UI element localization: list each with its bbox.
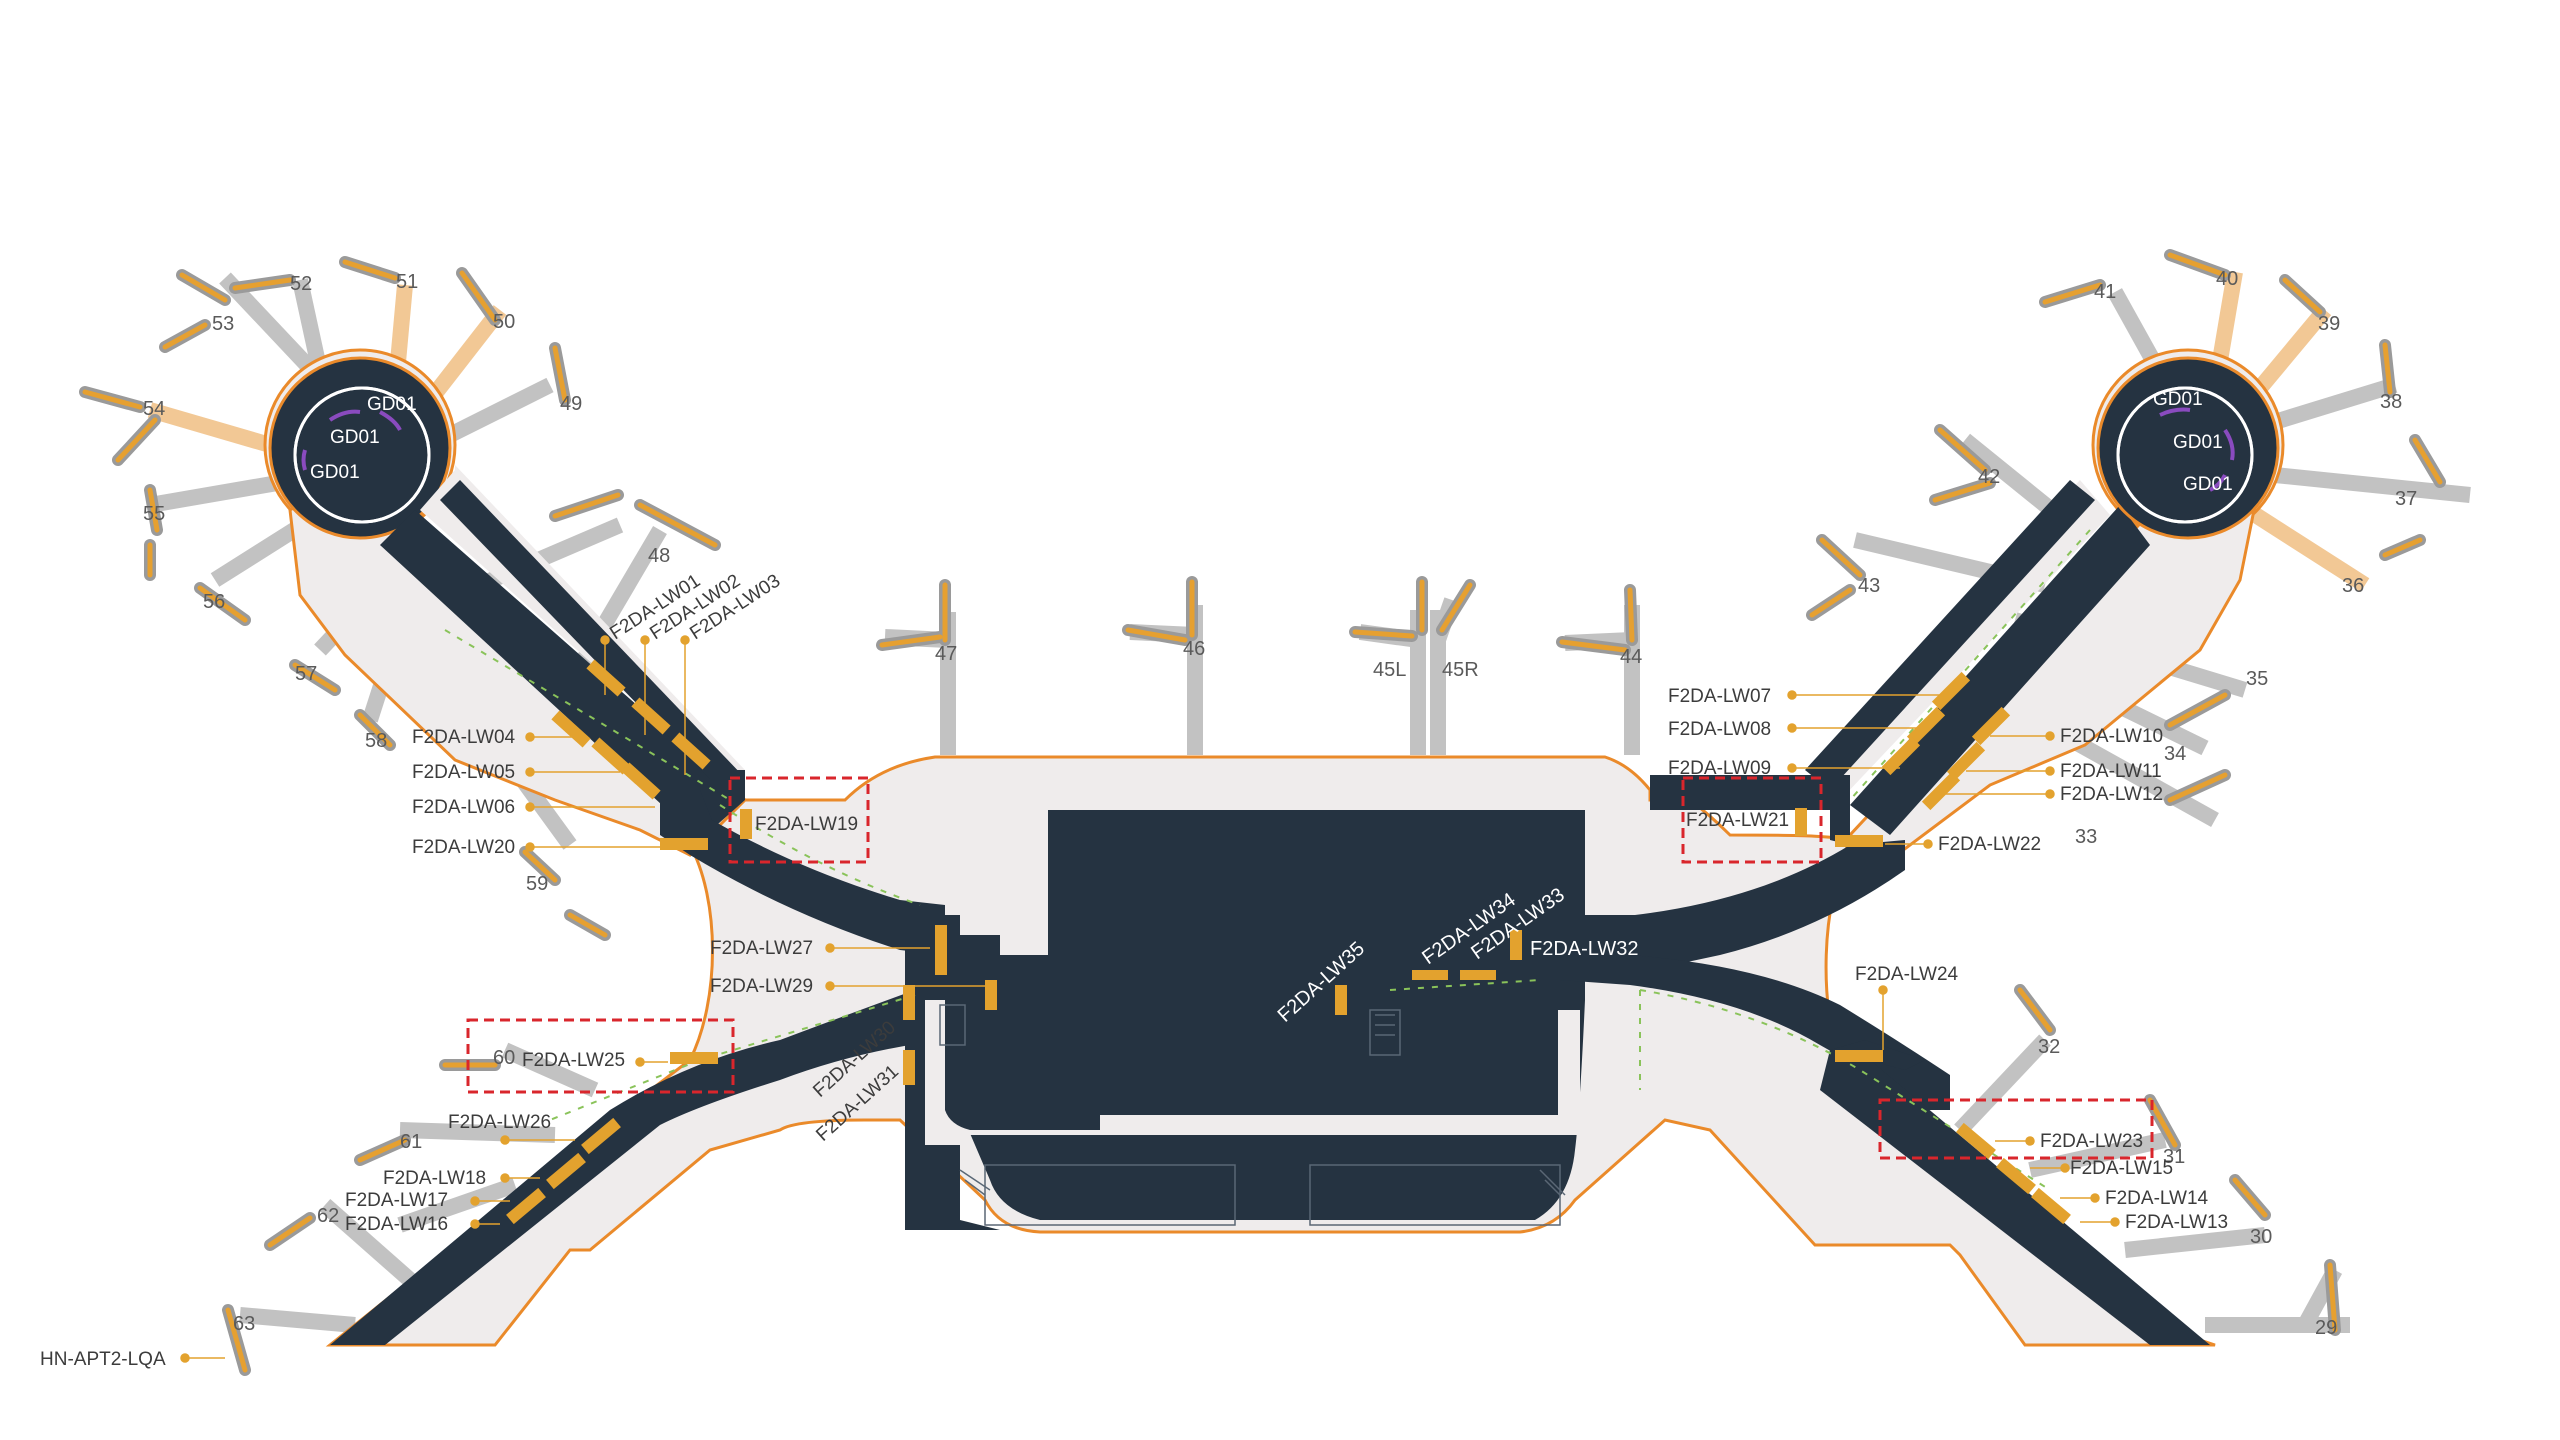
lw26-label: F2DA-LW26 bbox=[448, 1112, 551, 1133]
lw32-label: F2DA-LW32 bbox=[1530, 938, 1639, 960]
gate-46: 46 bbox=[1183, 638, 1205, 660]
lw04-label: F2DA-LW04 bbox=[412, 727, 516, 748]
gate-29: 29 bbox=[2315, 1317, 2337, 1339]
gate-43: 43 bbox=[1858, 575, 1880, 597]
lw14-label: F2DA-LW14 bbox=[2105, 1188, 2209, 1209]
gate-55: 55 bbox=[143, 503, 165, 525]
gate-numbers: 29 30 31 32 33 34 35 36 37 38 39 40 41 4… bbox=[143, 268, 2417, 1339]
lw05-label: F2DA-LW05 bbox=[412, 762, 515, 783]
gate-51: 51 bbox=[396, 271, 418, 293]
lw18-label: F2DA-LW18 bbox=[383, 1168, 486, 1189]
lw09-label: F2DA-LW09 bbox=[1668, 758, 1771, 779]
center-details bbox=[939, 1004, 1566, 1226]
lw06-label: F2DA-LW06 bbox=[412, 797, 515, 818]
lw21-label: F2DA-LW21 bbox=[1686, 810, 1789, 831]
gate-36: 36 bbox=[2342, 575, 2364, 597]
lw10-label: F2DA-LW10 bbox=[2060, 726, 2163, 747]
gd-label-left-1: GD01 bbox=[367, 394, 417, 415]
gate-42: 42 bbox=[1978, 466, 2000, 488]
gate-41: 41 bbox=[2094, 281, 2116, 303]
lw13-label: F2DA-LW13 bbox=[2125, 1212, 2228, 1233]
lw17-label: F2DA-LW17 bbox=[345, 1190, 448, 1211]
hub-rings bbox=[293, 386, 2254, 524]
lw15-label: F2DA-LW15 bbox=[2070, 1158, 2173, 1179]
gate-62: 62 bbox=[317, 1205, 339, 1227]
gate-40: 40 bbox=[2216, 268, 2238, 290]
gate-37: 37 bbox=[2395, 488, 2417, 510]
lw19-label: F2DA-LW19 bbox=[755, 814, 858, 835]
gate-48: 48 bbox=[648, 545, 670, 567]
gate-61: 61 bbox=[400, 1131, 422, 1153]
gd-labels: GD01 GD01 GD01 GD01 GD01 GD01 bbox=[310, 389, 2233, 495]
highlight-boxes bbox=[466, 776, 2154, 1160]
gate-44: 44 bbox=[1620, 646, 1642, 668]
lw08-label: F2DA-LW08 bbox=[1668, 719, 1771, 740]
lw11-label: F2DA-LW11 bbox=[2060, 761, 2162, 782]
lw27-label: F2DA-LW27 bbox=[710, 938, 813, 959]
highlight-lw23 bbox=[1878, 1098, 2154, 1160]
lw29-label: F2DA-LW29 bbox=[710, 976, 813, 997]
gate-60: 60 bbox=[493, 1047, 515, 1069]
lw16-label: F2DA-LW16 bbox=[345, 1214, 448, 1235]
gate-35: 35 bbox=[2246, 668, 2268, 690]
highlight-lw19 bbox=[728, 776, 870, 864]
gd-arcs bbox=[301, 407, 2235, 492]
lw23-label: F2DA-LW23 bbox=[2040, 1131, 2143, 1152]
gate-58: 58 bbox=[365, 730, 387, 752]
gate-52: 52 bbox=[290, 273, 312, 295]
gate-56: 56 bbox=[203, 591, 225, 613]
gate-63: 63 bbox=[233, 1313, 255, 1335]
gate-38: 38 bbox=[2380, 391, 2402, 413]
gd-label-left-3: GD01 bbox=[310, 462, 360, 483]
gd-label-right-3: GD01 bbox=[2183, 474, 2233, 495]
gate-50: 50 bbox=[493, 311, 515, 333]
gate-33: 33 bbox=[2075, 826, 2097, 848]
gd-label-right-1: GD01 bbox=[2153, 389, 2203, 410]
gd-label-left-2: GD01 bbox=[330, 427, 380, 448]
lw25-label: F2DA-LW25 bbox=[522, 1050, 625, 1071]
gate-32: 32 bbox=[2038, 1036, 2060, 1058]
lw12-label: F2DA-LW12 bbox=[2060, 784, 2163, 805]
gate-stand-tips bbox=[79, 249, 2446, 1376]
lw24-label: F2DA-LW24 bbox=[1855, 964, 1959, 985]
gate-59: 59 bbox=[526, 873, 548, 895]
gate-53: 53 bbox=[212, 313, 234, 335]
lw22-label: F2DA-LW22 bbox=[1938, 834, 2041, 855]
highlight-lw21 bbox=[1681, 776, 1823, 864]
gate-31: 31 bbox=[2163, 1146, 2185, 1168]
gate-45r: 45R bbox=[1442, 659, 1479, 681]
gate-57: 57 bbox=[295, 663, 317, 685]
gate-markers bbox=[506, 659, 2071, 1225]
gate-39: 39 bbox=[2318, 313, 2340, 335]
corridors bbox=[268, 356, 2280, 1345]
gd-label-right-2: GD01 bbox=[2173, 432, 2223, 453]
leader-lines bbox=[180, 635, 2120, 1363]
gate-34: 34 bbox=[2164, 743, 2186, 765]
gate-49: 49 bbox=[560, 393, 582, 415]
highlight-lw25 bbox=[466, 1018, 735, 1094]
lw07-label: F2DA-LW07 bbox=[1668, 686, 1771, 707]
gate-45l: 45L bbox=[1373, 659, 1406, 681]
gate-30: 30 bbox=[2250, 1226, 2272, 1248]
gate-47: 47 bbox=[935, 643, 957, 665]
location-label: HN-APT2-LQA bbox=[40, 1349, 166, 1370]
gate-54: 54 bbox=[143, 398, 165, 420]
lw20-label: F2DA-LW20 bbox=[412, 837, 515, 858]
